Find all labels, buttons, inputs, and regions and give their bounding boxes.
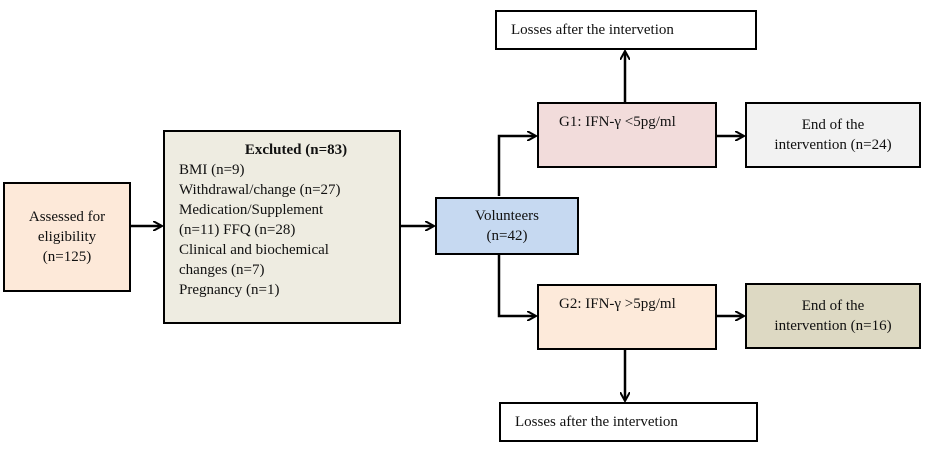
end-g1-line-1: End of the [801,117,865,133]
g1-box: G1: IFN-γ <5pg/ml [537,102,717,168]
volunteers-box: Volunteers (n=42) [435,197,579,255]
excluded-item: BMI (n=9) [179,162,245,178]
losses-bottom-label: Losses after the intervetion [515,414,678,430]
losses-bottom-box: Losses after the intervetion [499,402,758,442]
g2-label: G2: IFN-γ >5pg/ml [559,296,676,312]
arrow-volunteers-to-g1 [497,136,535,196]
excluded-item: Clinical and biochemical [179,242,329,258]
end-g2-line-2: intervention (n=16) [774,318,892,334]
excluded-box: Excluted (n=83) BMI (n=9) Withdrawal/cha… [163,130,401,324]
excluded-item: Medication/Supplement [179,202,324,218]
losses-top-box: Losses after the intervetion [495,10,757,50]
assessed-box: Assessed for eligibility (n=125) [3,182,131,292]
assessed-line-1: Assessed for [28,209,106,225]
excluded-item: changes (n=7) [179,262,265,278]
end-g2-box: End of the intervention (n=16) [745,283,921,349]
excluded-item: Withdrawal/change (n=27) [179,182,341,198]
end-g2-line-1: End of the [801,298,865,314]
arrow-volunteers-to-g2 [497,255,535,316]
g2-box: G2: IFN-γ >5pg/ml [537,284,717,350]
end-g1-box: End of the intervention (n=24) [745,102,921,168]
assessed-line-2: eligibility [37,229,97,245]
volunteers-line-2: (n=42) [486,228,528,244]
assessed-line-3: (n=125) [42,249,92,265]
excluded-title: Excluted (n=83) [244,142,348,158]
excluded-item: Pregnancy (n=1) [179,282,280,298]
losses-top-label: Losses after the intervetion [511,22,674,38]
g1-label: G1: IFN-γ <5pg/ml [559,114,676,130]
excluded-item: (n=11) FFQ (n=28) [179,222,296,238]
volunteers-line-1: Volunteers [475,208,539,224]
end-g1-line-2: intervention (n=24) [774,137,892,153]
